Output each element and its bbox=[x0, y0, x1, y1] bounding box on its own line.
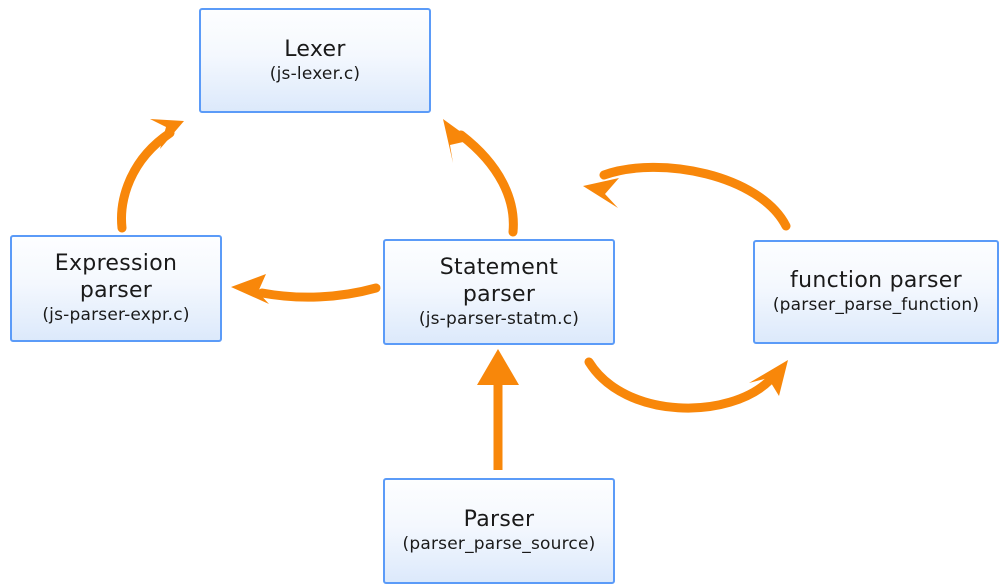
node-lexer-subtitle: (js-lexer.c) bbox=[269, 63, 361, 84]
edge-statement-parser-to-lexer bbox=[443, 119, 518, 237]
node-lexer-title: Lexer bbox=[284, 36, 346, 62]
node-function-parser-subtitle: (parser_parse_function) bbox=[772, 295, 980, 315]
node-parser-subtitle: (parser_parse_source) bbox=[402, 534, 596, 554]
node-parser-title: Parser bbox=[463, 507, 535, 532]
node-parser[interactable]: Parser (parser_parse_source) bbox=[383, 478, 615, 584]
edge-expression-parser-to-lexer bbox=[117, 119, 184, 233]
node-expression-parser[interactable]: Expression parser (js-parser-expr.c) bbox=[10, 235, 222, 342]
node-expression-parser-subtitle: (js-parser-expr.c) bbox=[42, 305, 190, 325]
edge-statement-parser-to-expression-parser bbox=[231, 274, 381, 304]
node-statement-parser[interactable]: Statement parser (js-parser-statm.c) bbox=[383, 239, 615, 345]
node-statement-parser-title: Statement parser bbox=[439, 254, 559, 307]
node-lexer[interactable]: Lexer (js-lexer.c) bbox=[199, 8, 431, 113]
edge-function-parser-to-statement-parser bbox=[583, 162, 791, 231]
edge-statement-parser-to-function-parser bbox=[584, 357, 788, 413]
edge-parser-to-statement-parser bbox=[477, 349, 519, 470]
node-expression-parser-title: Expression parser bbox=[54, 251, 178, 303]
node-function-parser[interactable]: function parser (parser_parse_function) bbox=[753, 240, 999, 344]
node-statement-parser-subtitle: (js-parser-statm.c) bbox=[418, 308, 580, 329]
node-function-parser-title: function parser bbox=[790, 268, 962, 293]
